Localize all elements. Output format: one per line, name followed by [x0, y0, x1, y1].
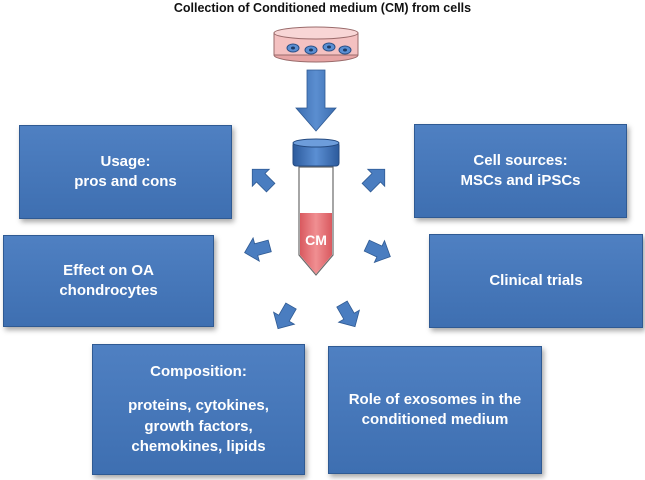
- composition-box: Composition: proteins, cytokines, growth…: [92, 344, 305, 475]
- effect-oa-line1: Effect on OA: [63, 261, 154, 279]
- arrow-to-usage: [251, 168, 276, 193]
- clinical-trials-label: Clinical trials: [489, 271, 583, 289]
- composition-heading: Composition:: [150, 363, 247, 380]
- arrow-to-exosomes: [336, 300, 361, 328]
- down-arrow-icon: [295, 69, 337, 132]
- cell-sources-box: Cell sources: MSCs and iPSCs: [414, 124, 627, 218]
- tube-icon: [292, 138, 340, 276]
- arrow-to-effect-oa: [244, 236, 272, 262]
- composition-line1: proteins, cytokines,: [128, 397, 269, 415]
- usage-box: Usage: pros and cons: [19, 125, 232, 219]
- cell-sources-detail: MSCs and iPSCs: [460, 172, 581, 189]
- usage-detail: pros and cons: [74, 173, 177, 190]
- composition-line2: growth factors,: [144, 417, 253, 435]
- petri-dish-icon: [273, 26, 359, 63]
- cell-icon: [304, 45, 318, 55]
- cell-icon: [338, 45, 352, 55]
- arrow-to-composition: [272, 302, 297, 330]
- clinical-trials-box: Clinical trials: [429, 234, 643, 328]
- tube-label: CM: [305, 232, 327, 248]
- cell-sources-heading: Cell sources:: [473, 151, 568, 169]
- cell-icon: [286, 43, 300, 53]
- exosomes-box: Role of exosomes in the conditioned medi…: [328, 346, 542, 474]
- exosomes-line1: Role of exosomes in the: [348, 390, 522, 408]
- diagram-title: Collection of Conditioned medium (CM) fr…: [173, 1, 472, 15]
- cell-icon: [322, 42, 336, 52]
- composition-line3: chemokines, lipids: [131, 437, 266, 455]
- arrow-to-clinical-trials: [363, 239, 391, 264]
- exosomes-line2: conditioned medium: [361, 411, 509, 428]
- usage-heading: Usage:: [100, 152, 151, 170]
- arrow-to-cell-sources: [361, 168, 386, 193]
- effect-oa-line2: chondrocytes: [59, 282, 158, 299]
- effect-oa-box: Effect on OA chondrocytes: [3, 235, 214, 327]
